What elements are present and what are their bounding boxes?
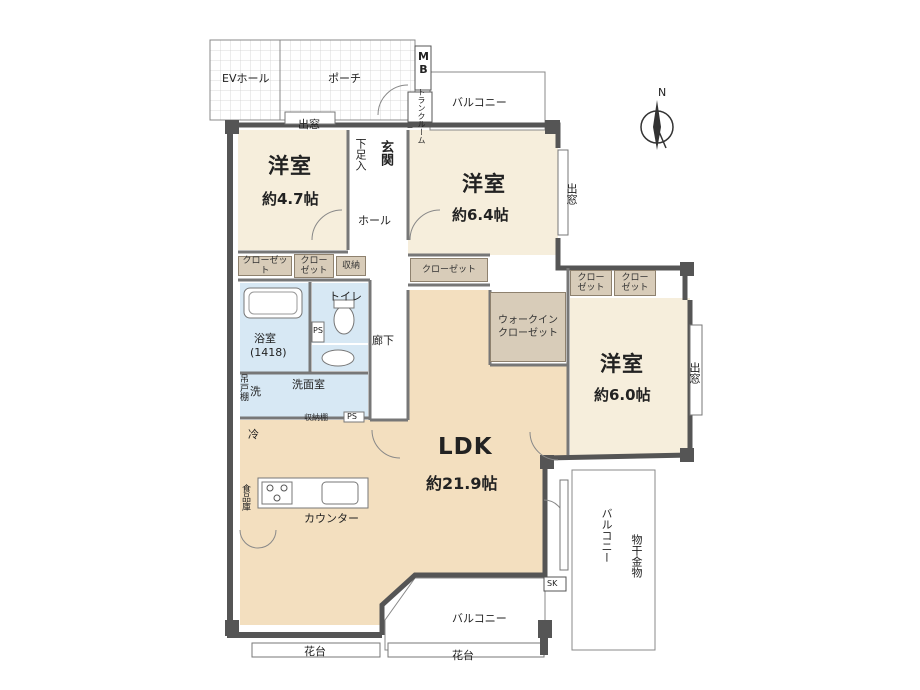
- closet-3: クローゼット: [410, 258, 488, 282]
- flower-bed-right-label: 花台: [452, 649, 474, 662]
- closet-2: クロー ゼット: [294, 254, 334, 278]
- window-right-label: 出窓: [688, 362, 701, 384]
- porch-label: ポーチ: [328, 72, 361, 85]
- washroom-label: 洗面室: [292, 378, 325, 391]
- bedroom-nw-name: 洋室: [268, 154, 312, 178]
- bedroom-e-floor: [570, 298, 690, 455]
- bedroom-n-name: 洋室: [462, 172, 506, 196]
- compass-icon: [640, 100, 674, 150]
- bedroom-nw-size: 約4.7帖: [262, 190, 319, 208]
- entrance-label: 玄関: [378, 140, 393, 166]
- ldk-name: LDK: [438, 434, 493, 460]
- fridge-label: 冷: [248, 428, 259, 441]
- entrance-floor: [348, 130, 408, 180]
- walk-in-closet: ウォークイン クローゼット: [490, 292, 566, 362]
- storage-closet: 収納: [336, 256, 366, 276]
- flower-bed-left: [251, 642, 381, 658]
- interior-walls: [238, 130, 570, 455]
- bedroom-n-floor: [408, 130, 558, 255]
- ps-label-1: PS: [313, 326, 323, 335]
- corridor-label: 廊下: [372, 334, 394, 347]
- wash-char: 洗: [250, 385, 261, 398]
- trunk-room-box: [407, 91, 433, 123]
- sk-box: [543, 576, 567, 592]
- compass-label: N: [658, 86, 667, 99]
- bathtub: [243, 287, 303, 319]
- counter-label: カウンター: [304, 512, 359, 525]
- bath-name: 浴室: [254, 332, 276, 345]
- hall-label: ホール: [358, 214, 391, 227]
- bedroom-n-size: 約6.4帖: [452, 206, 509, 224]
- bedroom-e-size: 約6.0帖: [594, 386, 651, 404]
- flower-bed-left-label: 花台: [304, 645, 326, 658]
- storage-shelf-label: 収納棚: [304, 413, 328, 422]
- mb-box: [414, 45, 432, 91]
- ldk-floor: [240, 290, 568, 625]
- bath-size: (1418): [250, 346, 287, 359]
- closet-5: クロー ゼット: [614, 270, 656, 296]
- window-top-label: 出窓: [298, 118, 320, 131]
- closet-1: クローゼット: [238, 256, 292, 276]
- door-swings: [239, 84, 565, 549]
- pantry-label: 食品庫: [240, 484, 250, 511]
- trunk-room-label: トランクルーム: [417, 88, 426, 144]
- balcony-bottom-label: バルコニー: [452, 612, 507, 625]
- porch-area: [279, 39, 416, 121]
- laundry-hardware-label: 物干金物: [630, 534, 643, 578]
- ev-hall-area: [209, 39, 281, 121]
- window-right-top-label: 出窓: [565, 183, 578, 205]
- closet-4: クロー ゼット: [570, 270, 612, 296]
- washroom-floor: [240, 373, 368, 418]
- ldk-size: 約21.9帖: [426, 474, 498, 493]
- wash-basin: [321, 349, 355, 367]
- toilet-bowl: [333, 305, 355, 335]
- ps-box-2: [343, 411, 365, 423]
- columns: [225, 120, 694, 638]
- toilet-label: トイレ: [329, 290, 362, 303]
- shoe-box-label: 下足入: [354, 138, 367, 171]
- hanging-shelf-label: 吊戸棚: [238, 374, 248, 401]
- ps-label-2: PS: [347, 412, 357, 421]
- bedroom-nw-floor: [238, 130, 348, 250]
- bedroom-e-name: 洋室: [600, 352, 644, 376]
- ev-hall-label: EVホール: [222, 72, 270, 85]
- balcony-top-label: バルコニー: [452, 96, 507, 109]
- balcony-right-area: [571, 469, 656, 651]
- windows: [284, 111, 703, 571]
- ps-box-1: [311, 321, 325, 343]
- sk-label: SK: [547, 579, 558, 588]
- kitchen-sink: [321, 481, 359, 505]
- balcony-right-label: バルコニー: [600, 508, 613, 563]
- stove: [261, 481, 293, 505]
- mb-label: MB: [417, 50, 430, 76]
